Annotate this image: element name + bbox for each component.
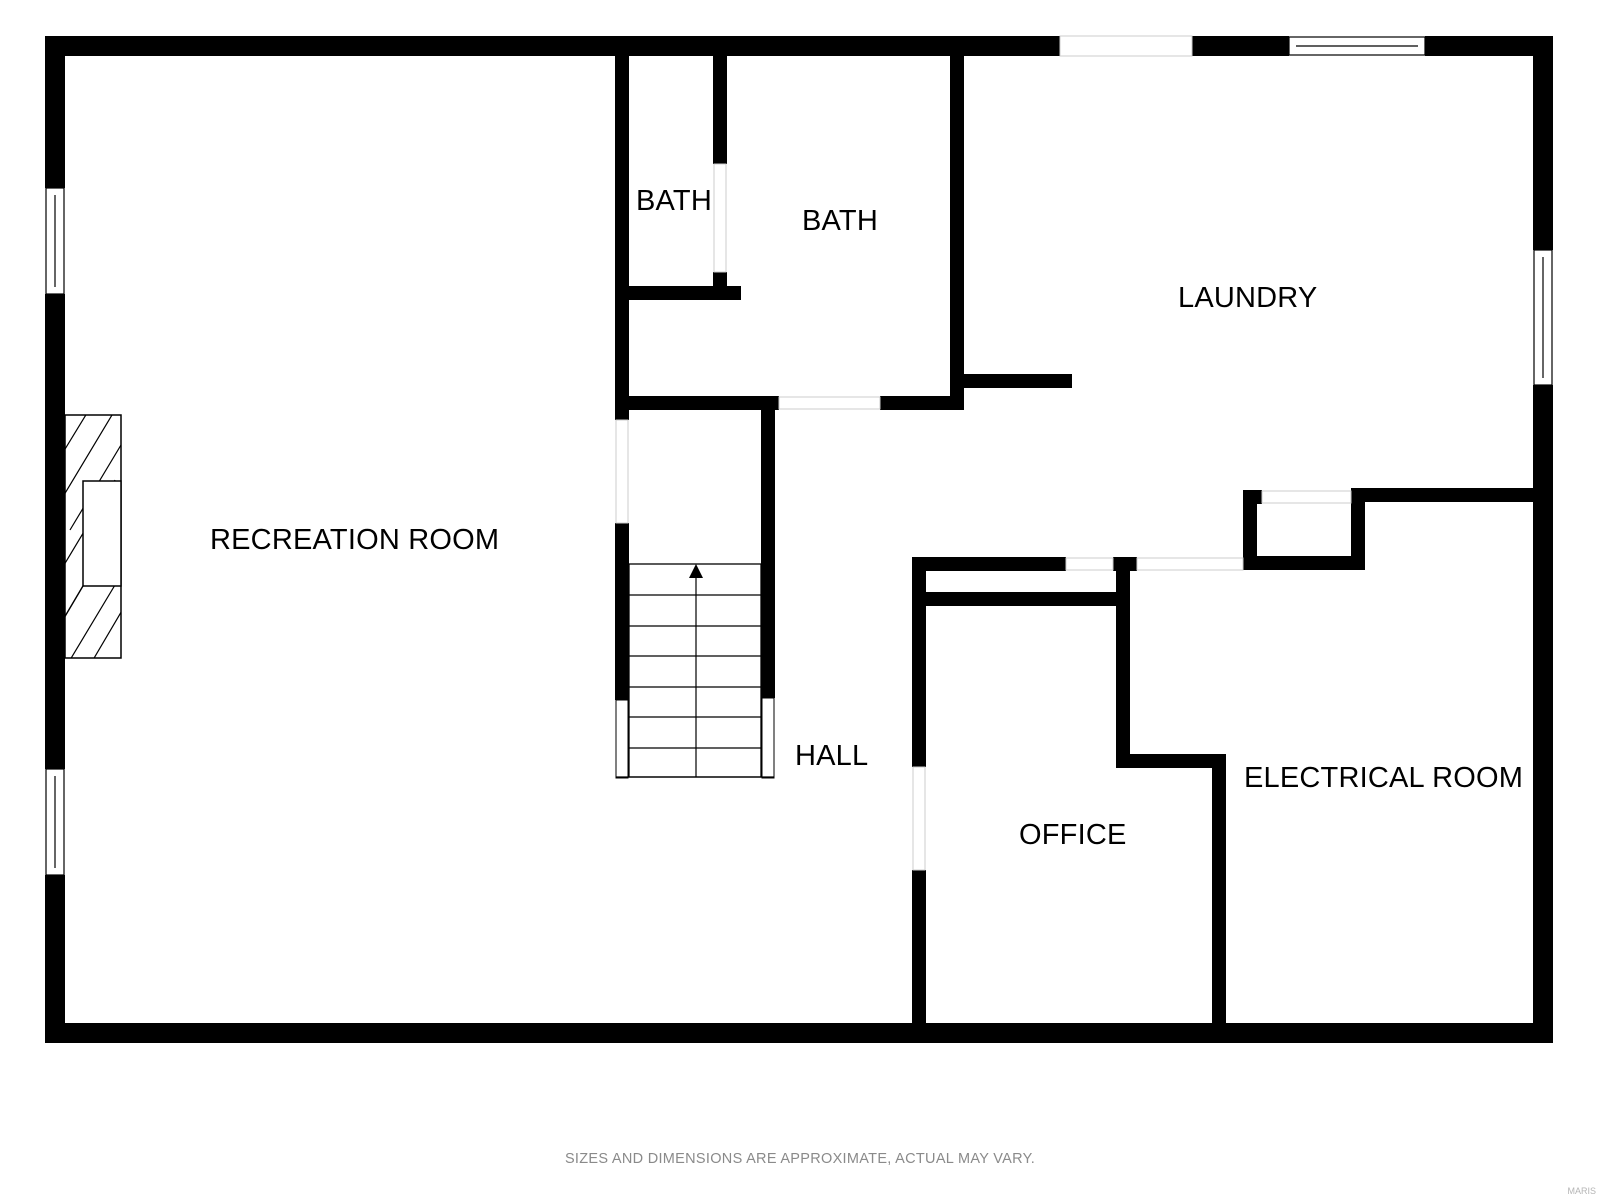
room-label-laundry: LAUNDRY [1178, 282, 1318, 314]
wall-bath-divider-stub [713, 272, 727, 286]
wall-closet-top-left [1243, 490, 1262, 504]
room-label-office: OFFICE [1019, 819, 1127, 851]
wall-rec-stair [615, 523, 629, 700]
door-office-opening [912, 766, 926, 871]
wall-bath-bottom-left [615, 396, 779, 410]
door-office-closet [1065, 557, 1114, 571]
left-wall-mid [45, 294, 65, 769]
room-label-recreation-room: RECREATION ROOM [210, 524, 500, 556]
wall-office-electrical-lower [1212, 754, 1226, 1030]
stair-rail-left [615, 699, 629, 779]
disclaimer-text: SIZES AND DIMENSIONS ARE APPROXIMATE, AC… [564, 1151, 1036, 1167]
room-label-electrical-room: ELECTRICAL ROOM [1244, 762, 1524, 794]
doors [615, 35, 1352, 871]
wall-hall-office-lower [912, 870, 926, 1030]
wall-office-inner-top [926, 592, 1130, 606]
left-wall-bottom [45, 875, 65, 1043]
wall-office-top-mid [1113, 557, 1137, 571]
windows [45, 36, 1553, 876]
wall-office-top-left [912, 557, 1066, 571]
top-wall-right [1425, 36, 1553, 56]
wall-rec-bath-upper [615, 50, 629, 420]
wall-stair-right [761, 410, 775, 698]
bottom-wall [45, 1023, 1553, 1043]
exterior-walls [45, 36, 1553, 1043]
stairs [615, 563, 775, 779]
fireplace-firebox [82, 480, 122, 587]
left-wall-top [45, 36, 65, 188]
room-label-bath-small: BATH [636, 185, 712, 217]
wall-bath-divider-top [713, 50, 727, 164]
watermark-text: MARIS [1567, 1186, 1596, 1196]
wall-closet-left [1243, 490, 1257, 558]
door-electrical-opening [1136, 557, 1244, 571]
top-wall-left [45, 36, 1060, 56]
wall-bath-bottom-right [880, 396, 964, 410]
wall-office-electrical-step [1116, 754, 1226, 768]
door-closet-opening [1261, 490, 1352, 504]
stair-arrow-icon [689, 564, 703, 578]
interior-walls [615, 50, 1535, 1030]
wall-hall-office-upper [912, 557, 926, 767]
door-bath-opening [778, 396, 881, 410]
wall-closet-bottom [1243, 556, 1365, 570]
door-rec-opening [615, 419, 629, 524]
wall-laundry-stub [964, 374, 1072, 388]
wall-bath-laundry [950, 50, 964, 410]
right-wall-bottom [1533, 385, 1553, 1043]
wall-small-bath-bottom [615, 286, 741, 300]
right-wall-top [1533, 36, 1553, 250]
wall-closet-right [1351, 488, 1365, 570]
room-label-bath: BATH [802, 205, 878, 237]
stair-rail-right [761, 697, 775, 779]
fireplace [64, 414, 122, 659]
wall-office-electrical-upper [1116, 568, 1130, 768]
room-label-hall: HALL [795, 740, 869, 772]
wall-electrical-top [1351, 488, 1535, 502]
door-top-opening [1059, 35, 1193, 57]
door-small-bath-opening [713, 163, 727, 273]
top-wall-mid [1192, 36, 1289, 56]
